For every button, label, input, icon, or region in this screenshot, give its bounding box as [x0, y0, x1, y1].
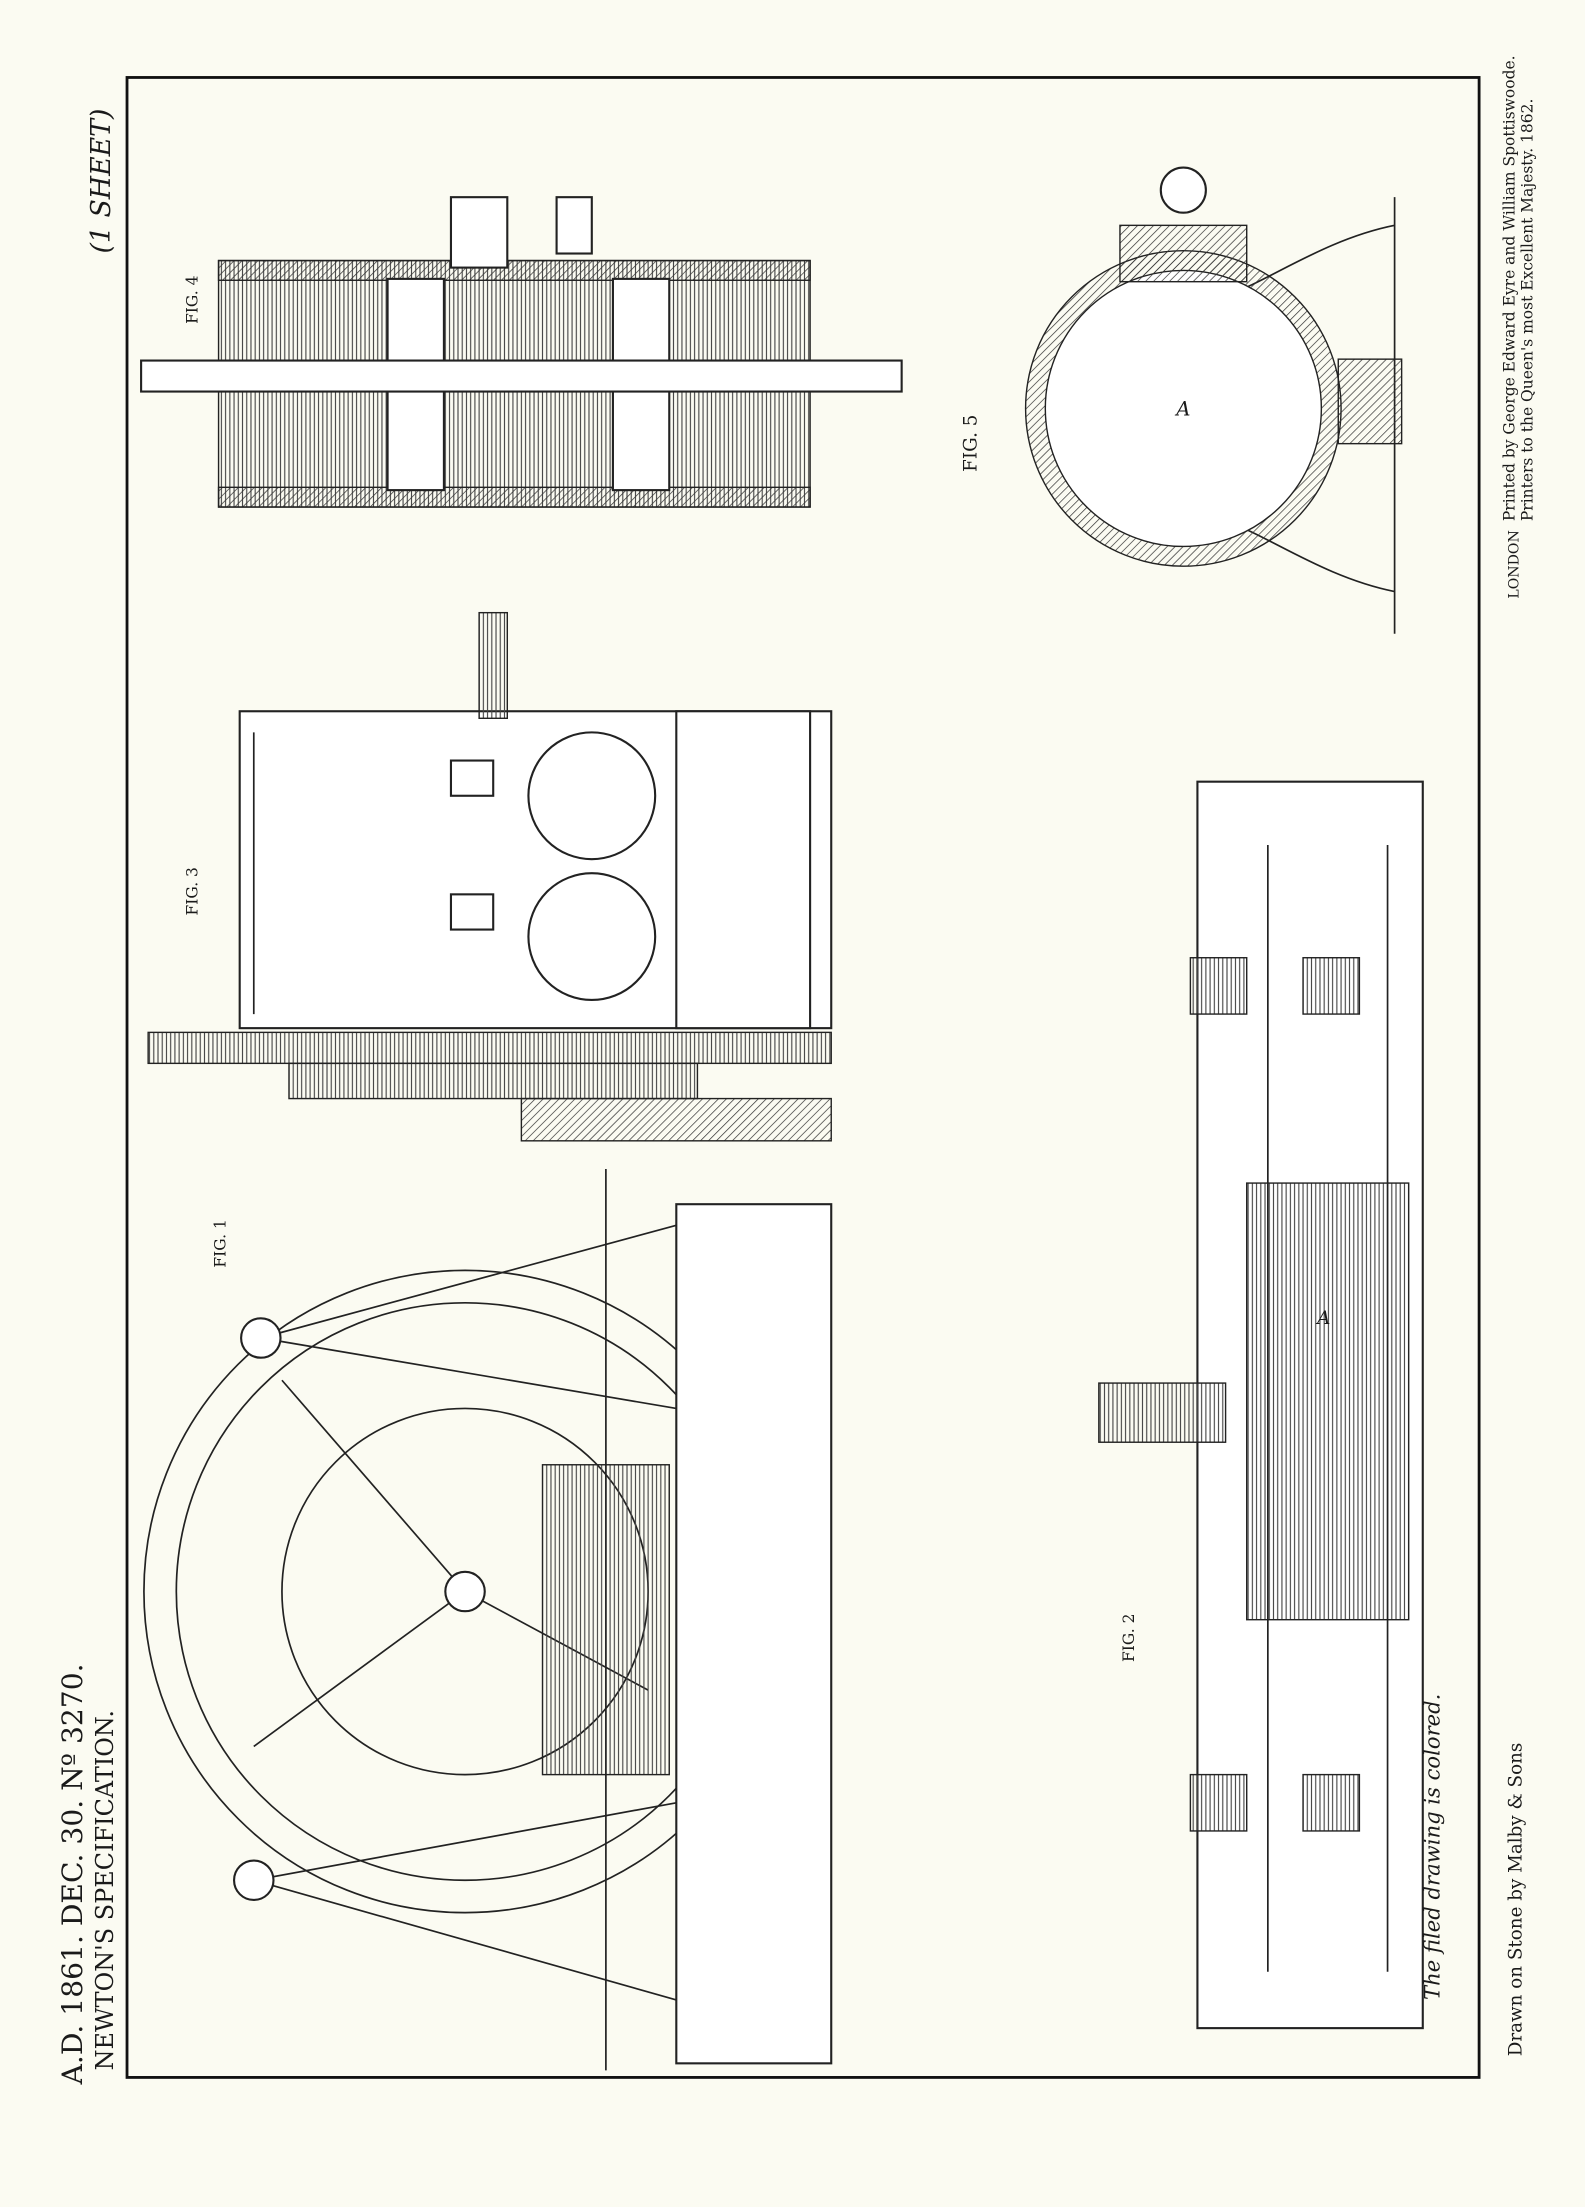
- figure-2-plan: A: [1098, 780, 1424, 2030]
- printer-line-2: Printers to the Queen's most Excellent M…: [1519, 99, 1537, 521]
- figure-3-label: FIG. 3: [183, 867, 201, 915]
- figure-4-label: FIG. 4: [183, 275, 201, 324]
- figure-2-label: FIG. 2: [1120, 1614, 1138, 1662]
- colored-note: The filed drawing is colored.: [1420, 1694, 1445, 2000]
- figure-5-ring-section: A: [1024, 166, 1403, 634]
- footer-city: LONDON: [1507, 530, 1523, 598]
- sheet-count: (1 SHEET): [86, 109, 117, 254]
- figure-3-end-elevation: [147, 611, 833, 1142]
- lithographer-credit: Drawn on Stone by Malby & Sons: [1505, 1743, 1526, 2057]
- svg-text:A: A: [1315, 1308, 1330, 1329]
- printer-line-1: Printed by George Edward Eyre and Willia…: [1500, 55, 1518, 521]
- sheet-border: [125, 76, 1481, 2079]
- svg-text:A: A: [1174, 397, 1190, 420]
- specification-subtitle: NEWTON'S SPECIFICATION.: [91, 1710, 119, 2070]
- figure-1-side-elevation: [143, 1168, 833, 2071]
- specification-title: A.D. 1861. DEC. 30. Nº 3270.: [56, 1663, 89, 2085]
- figure-4-cylinder-section: [140, 196, 903, 508]
- figure-1-label: FIG. 1: [212, 1219, 230, 1267]
- figure-5-label: FIG. 5: [960, 415, 981, 472]
